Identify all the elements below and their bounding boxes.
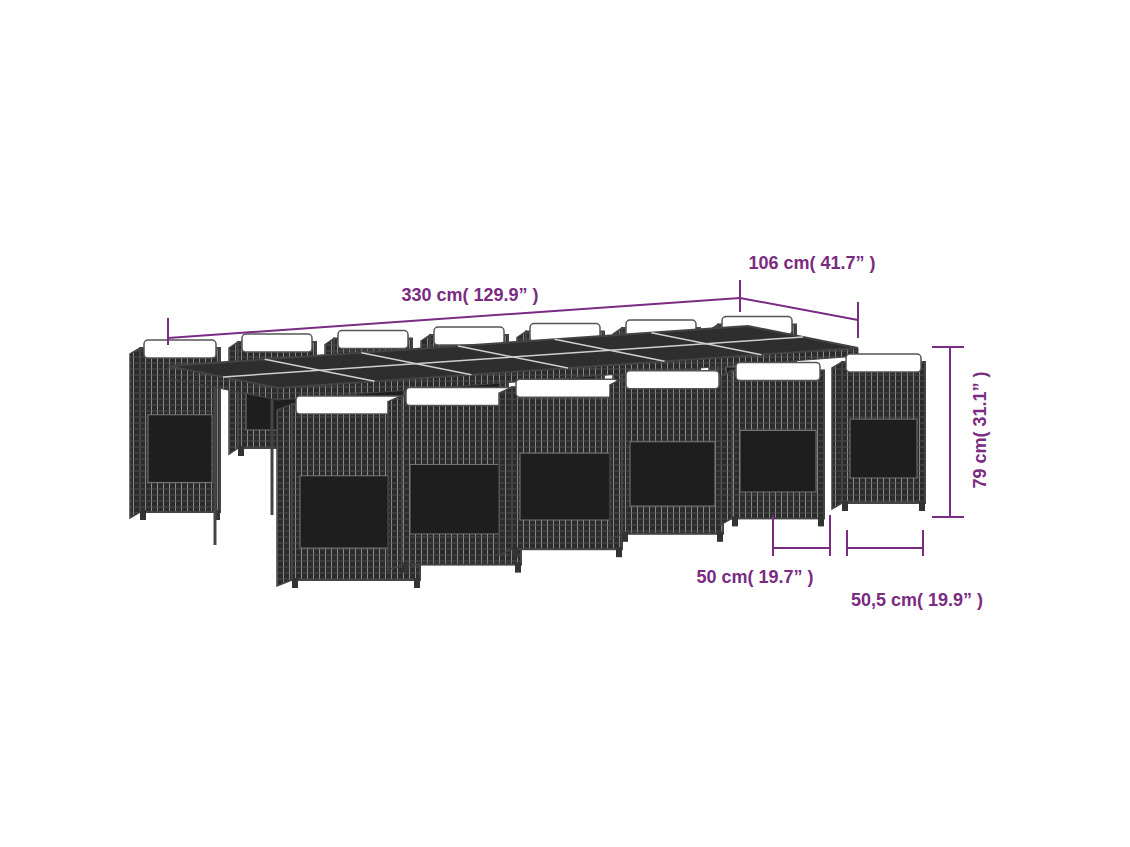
dimension-tick: [829, 515, 831, 556]
chair-side: [277, 404, 292, 586]
chair-leg: [919, 501, 925, 511]
chair: [499, 379, 622, 557]
dimension-line: [949, 347, 951, 517]
chair-leg: [292, 578, 298, 588]
chair-leg: [402, 563, 408, 573]
chair-seat: [520, 453, 614, 520]
chair-seat: [630, 442, 715, 506]
chair-side: [832, 362, 842, 509]
chair-body: [732, 370, 824, 518]
table-leg: [271, 392, 274, 515]
dimension-tick: [167, 318, 169, 345]
chair-leg: [512, 547, 518, 557]
chair-leg: [414, 578, 420, 588]
dimension-tick: [772, 515, 774, 556]
dimension-label: 50,5 cm( 19.9” ): [849, 591, 985, 611]
chair-body: [622, 379, 723, 534]
dimension-tick: [857, 302, 859, 338]
chair-cushion: [338, 331, 408, 349]
chair: [388, 388, 521, 573]
chair-seat: [410, 464, 513, 534]
dimension-label: 79 cm( 31.1” ): [971, 369, 991, 490]
chair-side: [388, 396, 402, 571]
chair-side: [721, 370, 732, 524]
chair-side: [229, 342, 238, 454]
chair: [277, 396, 420, 588]
chair-cushion: [626, 371, 719, 389]
dimension-tick: [932, 346, 964, 348]
dimension-tick: [922, 530, 924, 556]
dimension-lines: [168, 280, 964, 556]
dimension-label: 50 cm( 19.7” ): [694, 568, 815, 588]
chair-leg: [622, 532, 628, 542]
chair-cushion: [242, 334, 312, 352]
chair: [610, 371, 723, 542]
table-top: [168, 326, 858, 388]
dimension-label: 330 cm( 129.9” ): [399, 286, 540, 306]
dimension-tick: [932, 516, 964, 518]
chair-cushion: [516, 379, 618, 397]
dimension-line: [847, 547, 923, 549]
chair-leg: [515, 563, 521, 573]
chair-body: [512, 387, 622, 549]
table-leg: [214, 380, 217, 545]
chair-body: [842, 362, 925, 503]
chair-seat: [850, 419, 917, 478]
dimension-tick: [846, 530, 848, 556]
chair-leg: [238, 446, 244, 456]
dimension-line: [773, 547, 830, 549]
chair-cushion: [736, 362, 820, 380]
chair-leg: [616, 547, 622, 557]
dimension-label: 106 cm( 41.7” ): [746, 254, 877, 274]
chair-seat: [740, 430, 816, 492]
chair-side: [499, 387, 512, 555]
chair-side: [610, 379, 622, 540]
dimension-line: [740, 298, 858, 320]
front-chairs: [277, 354, 925, 588]
chair: [721, 362, 824, 526]
chair-leg: [842, 501, 848, 511]
chair-leg: [818, 516, 824, 526]
chair-cushion: [434, 327, 504, 345]
chair-cushion: [846, 354, 921, 372]
dimension-tick: [739, 280, 741, 312]
chair-side: [130, 348, 140, 518]
chair-leg: [140, 510, 146, 520]
chair-seat: [148, 415, 212, 483]
chair-leg: [717, 532, 723, 542]
chair-leg: [732, 516, 738, 526]
chair: [832, 354, 925, 511]
chair-cushion: [144, 340, 216, 358]
